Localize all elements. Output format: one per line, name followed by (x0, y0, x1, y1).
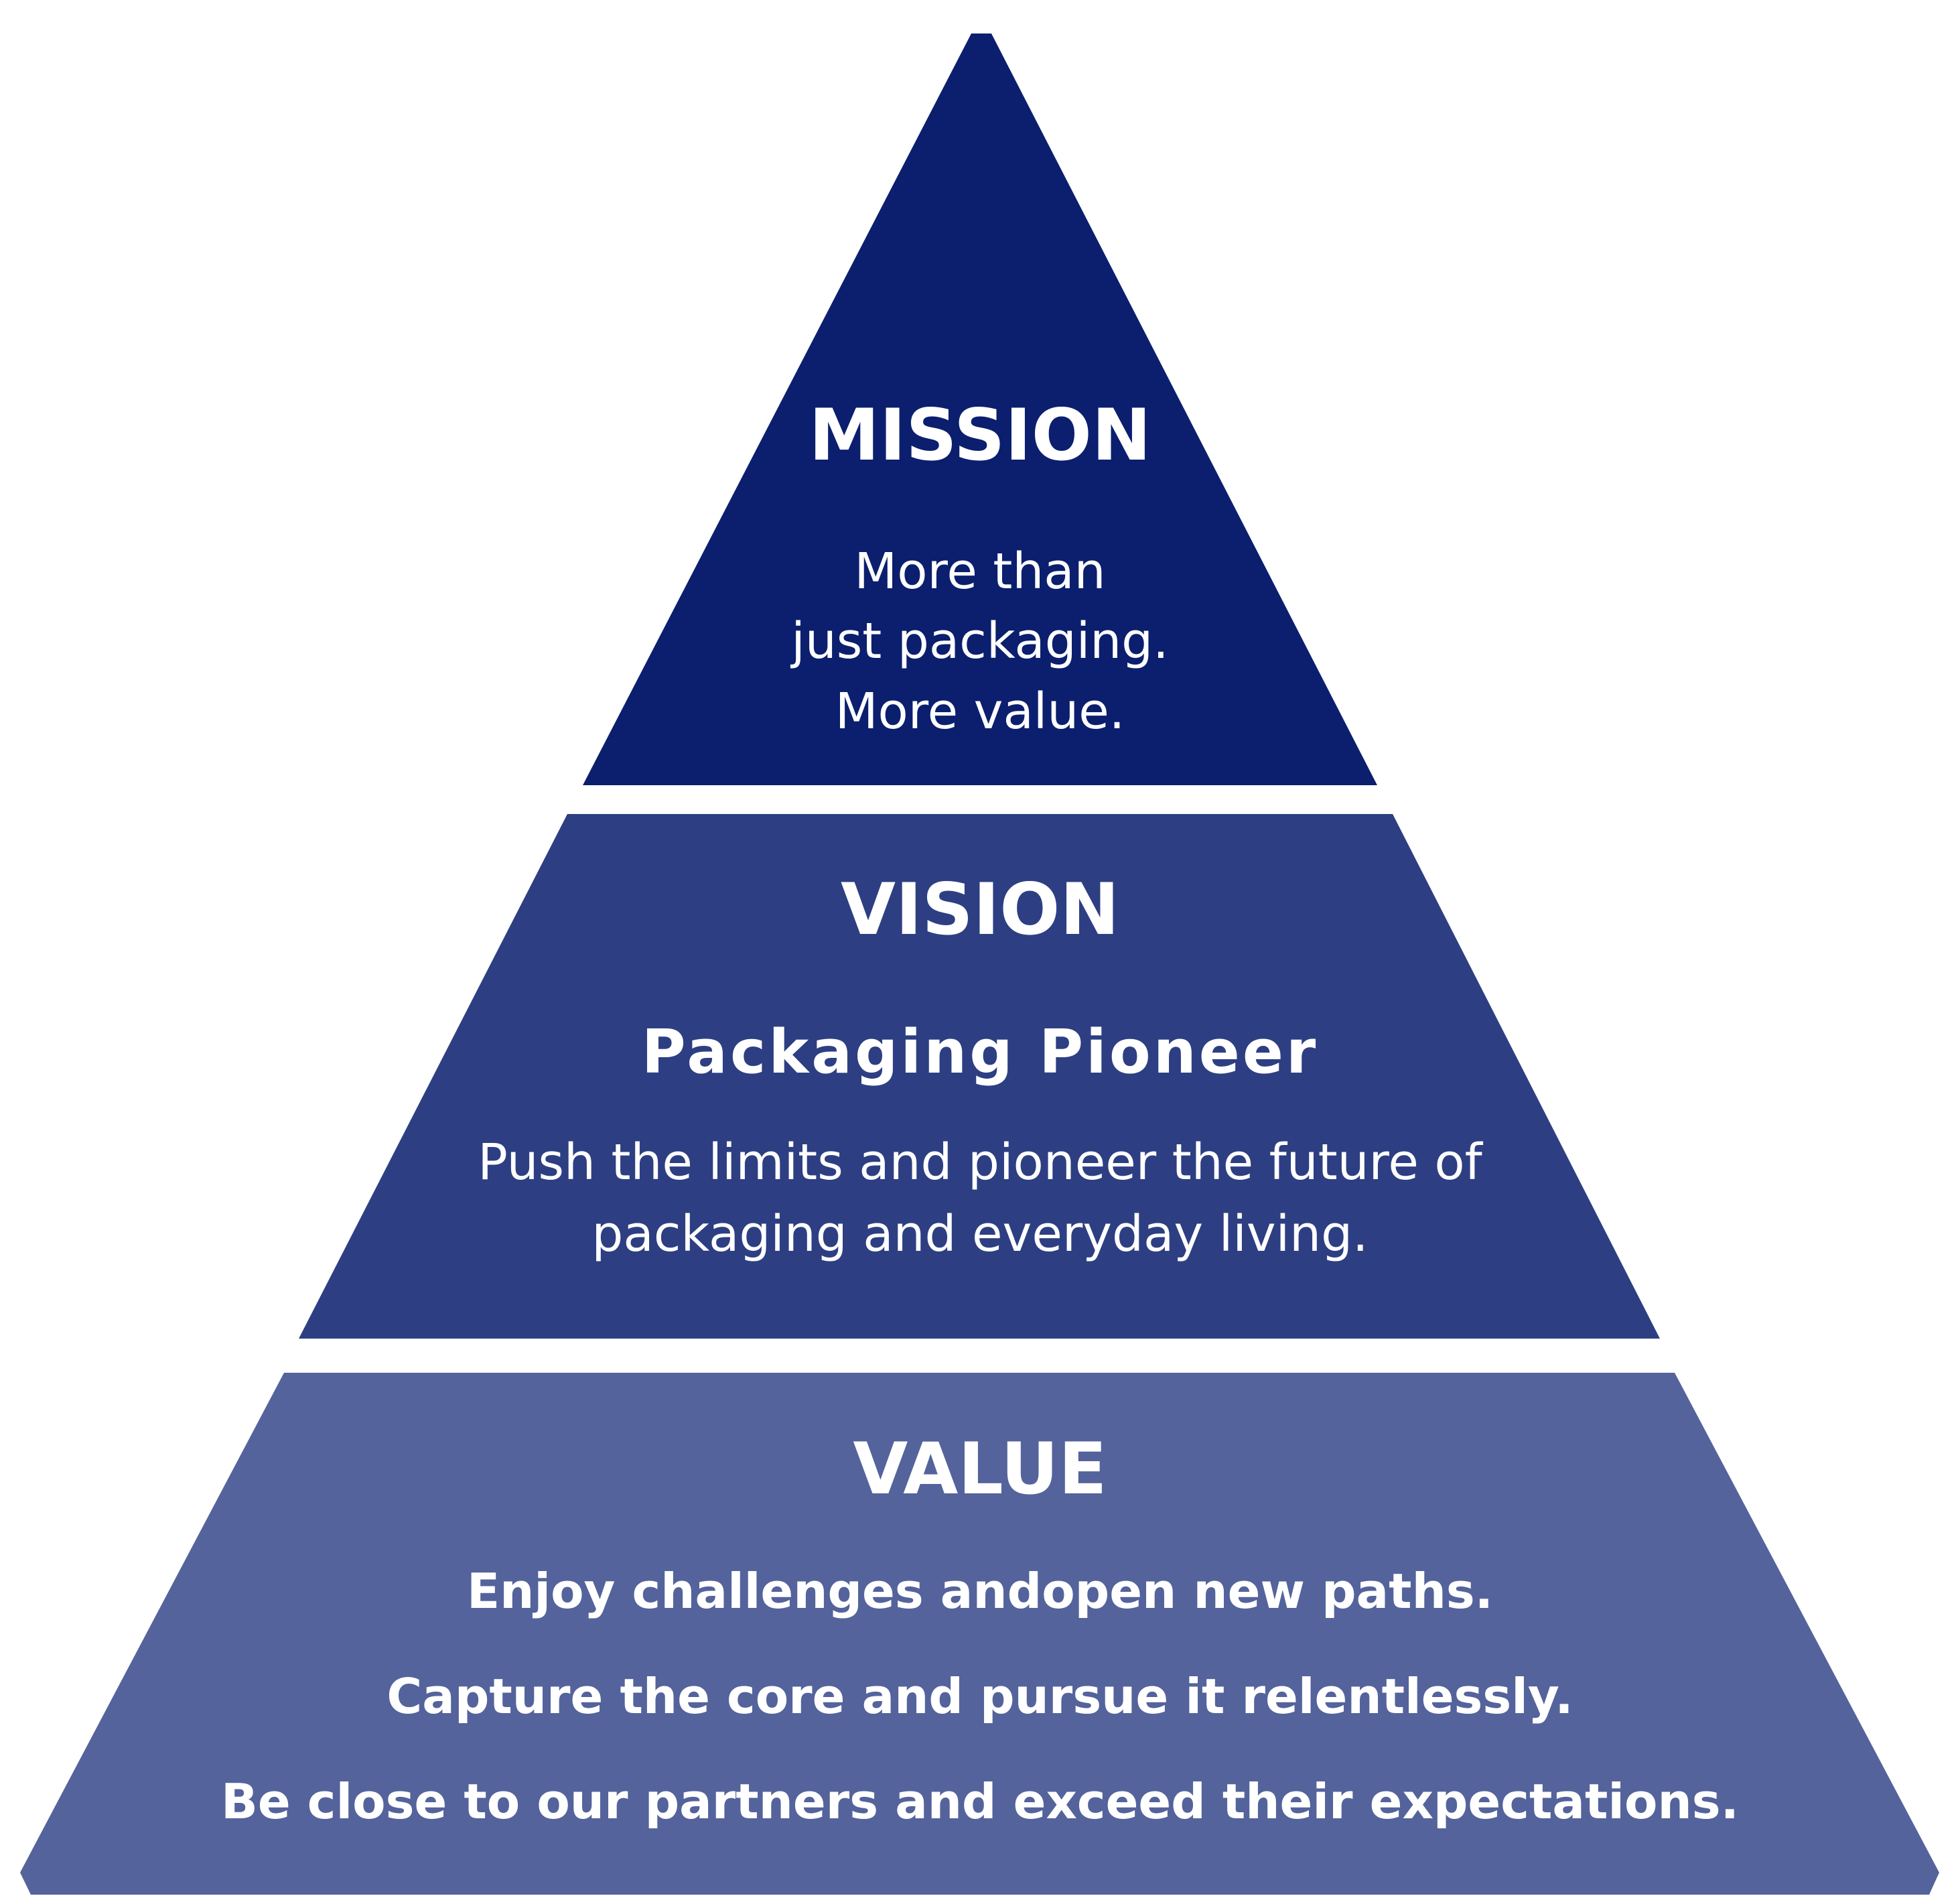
mission-tier (583, 33, 1377, 785)
vision-line: packaging and everyday living. (591, 1205, 1369, 1263)
mission-line: More value. (835, 683, 1125, 740)
mission-line: just packaging. (791, 612, 1169, 670)
vision-line: Push the limits and pioneer the future o… (478, 1134, 1482, 1191)
value-line: Be close to our partners and exceed thei… (221, 1773, 1739, 1830)
value-line: Enjoy challenges andopen new paths. (466, 1563, 1494, 1619)
mission-title: MISSION (809, 394, 1151, 476)
value-tier (20, 1373, 1939, 1895)
value-title: VALUE (853, 1428, 1107, 1510)
mission-line: More than (854, 543, 1106, 600)
vision-title: VISION (840, 868, 1120, 951)
value-line: Capture the core and pursue it relentles… (387, 1668, 1573, 1724)
vision-tier (299, 814, 1660, 1339)
vision-subtitle: Packaging Pioneer (641, 1017, 1319, 1087)
